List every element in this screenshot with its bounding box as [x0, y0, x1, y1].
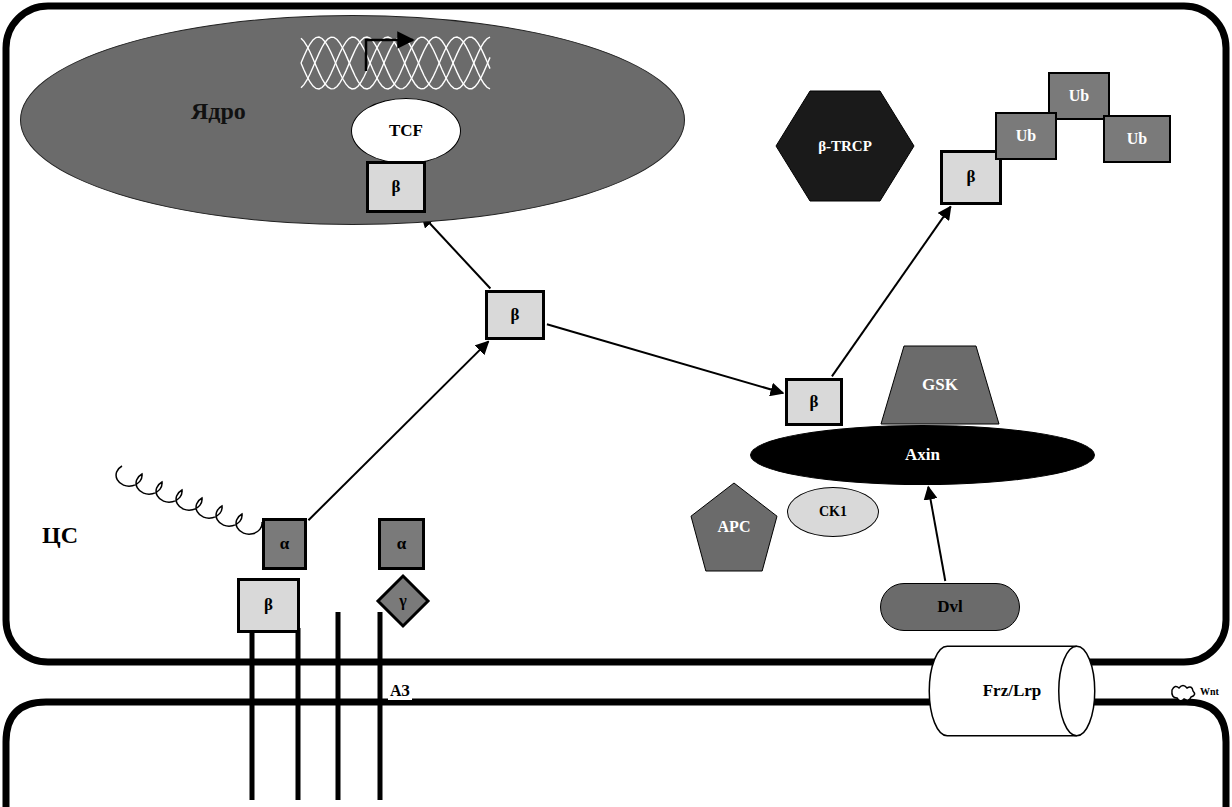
shape-fill: [776, 91, 914, 201]
receptor-cylinder: Frz/Lrp: [928, 645, 1096, 737]
protein-box: β: [485, 290, 545, 340]
shape-fill: [691, 483, 777, 571]
node-label: α: [280, 535, 290, 554]
node-label: Ub: [1016, 127, 1036, 145]
structure-label: ЦС: [40, 522, 80, 548]
node-label: β: [392, 178, 401, 197]
cytoskeleton-filament: [116, 466, 262, 534]
node-label: β: [967, 168, 976, 187]
protein-ellipse: CK1: [787, 487, 879, 537]
protein-box: α: [262, 518, 307, 570]
signal-arrow: [928, 487, 945, 581]
signal-arrow: [308, 341, 488, 520]
node-label: γ: [399, 592, 406, 610]
protein-diamond: γ: [376, 574, 430, 628]
node-label: Ub: [1127, 130, 1147, 148]
node-label: α: [397, 535, 407, 554]
protein-box: β: [237, 578, 300, 633]
protein-trapezoid: GSK: [880, 345, 1000, 425]
protein-ellipse: ЯдроTCF β: [20, 15, 685, 225]
transcription-arrow: [366, 40, 413, 71]
cylinder-end: [1059, 646, 1077, 736]
protein-box: Ub: [1048, 72, 1110, 120]
dna-strand: [301, 37, 490, 89]
node-label: β-TRCP: [818, 138, 872, 155]
structure-label: Wnt: [1198, 686, 1221, 697]
node-label: Frz/Lrp: [983, 682, 1042, 701]
dna-strand: [301, 37, 490, 89]
node-label: β: [264, 596, 273, 615]
node-label: TCF: [389, 122, 423, 141]
node-label: β: [511, 306, 520, 325]
protein-box: α: [378, 518, 425, 570]
node-label: APC: [718, 518, 751, 536]
node-label: Dvl: [937, 598, 963, 617]
node-label: β: [810, 393, 819, 412]
signal-arrow: [422, 214, 491, 288]
shape-fill: [881, 346, 999, 424]
protein-rounded: Dvl: [880, 583, 1020, 631]
node-label: GSK: [922, 376, 958, 395]
cylinder-body: [929, 646, 1094, 736]
protein-hexagon: β-TRCP: [775, 90, 915, 202]
wnt-ligand: [1172, 686, 1195, 701]
dna-strand: [301, 37, 490, 89]
node-label: Ядро: [191, 98, 246, 124]
shape-fill: [378, 576, 428, 626]
protein-box: β: [366, 161, 426, 213]
node-label: CK1: [819, 504, 847, 519]
protein-box: Ub: [995, 112, 1057, 160]
node-label: Axin: [905, 446, 940, 465]
protein-ellipse: TCF: [351, 98, 461, 164]
protein-box: β: [785, 378, 843, 426]
protein-pentagon: APC: [690, 482, 778, 572]
node-label: Ub: [1069, 87, 1089, 105]
protein-box: Ub: [1103, 115, 1171, 163]
cell-membrane: [6, 6, 1226, 662]
protein-ellipse: Axin: [750, 425, 1095, 485]
protein-box: β: [940, 150, 1002, 205]
structure-label: АЗ: [388, 682, 412, 700]
signal-arrow: [547, 324, 783, 393]
junction-strands: [252, 612, 380, 800]
dna-strand: [301, 37, 490, 89]
